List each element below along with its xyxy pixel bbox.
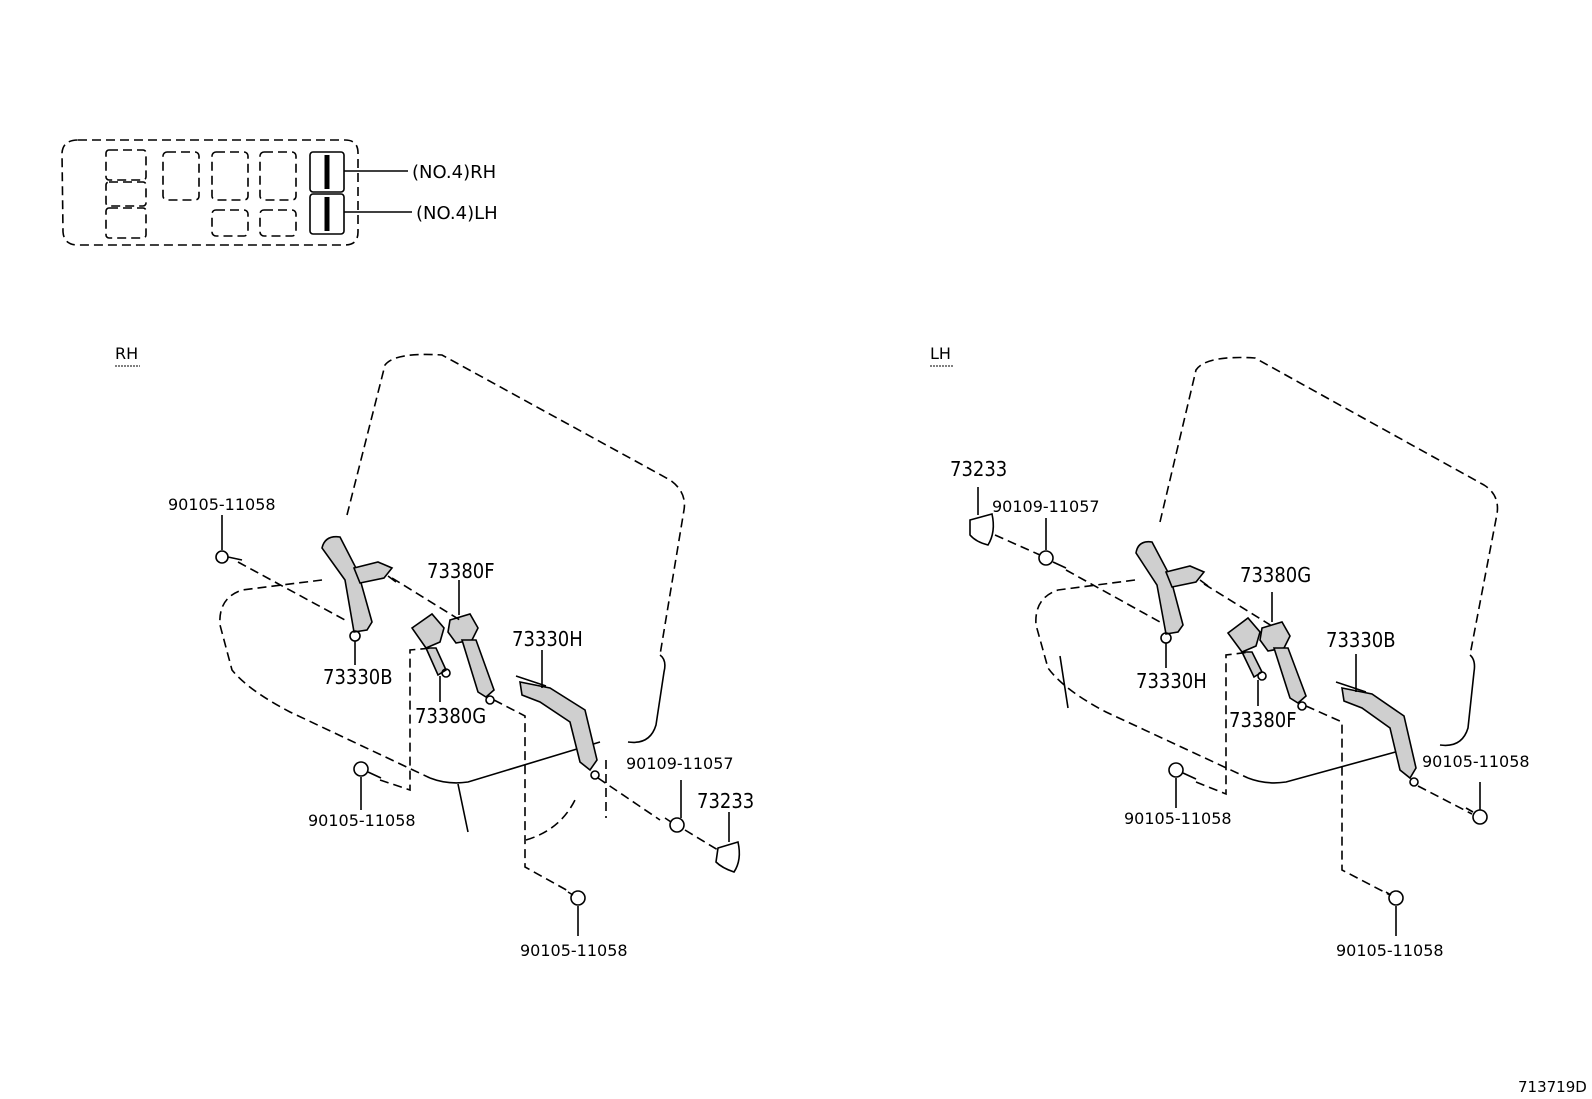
- lh-label-73330b: 73330B: [1326, 628, 1396, 652]
- seat-no4-lh: [309, 193, 345, 235]
- seat-no4-rh-label: (NO.4)RH: [412, 162, 496, 183]
- seat-no4-rh: [309, 151, 345, 193]
- lh-bolt-90109: [1038, 550, 1067, 569]
- lh-bolt-bottom: [1385, 890, 1404, 906]
- lh-label-73330h: 73330H: [1136, 669, 1207, 693]
- lh-belt-73330h: [1135, 540, 1184, 635]
- rh-bolt-top-left: [215, 550, 243, 564]
- lh-label-bolt-lower-left: 90105-11058: [1124, 809, 1232, 828]
- rh-cover-73233: [715, 840, 741, 873]
- rh-bolt-lower-left: [353, 761, 382, 779]
- lh-buckle-73380f: [1226, 616, 1261, 653]
- lh-panel: LH: [930, 344, 1530, 960]
- rh-label-73330h: 73330H: [512, 627, 583, 651]
- rh-panel: RH: [115, 344, 754, 960]
- rh-label-73380f: 73380F: [427, 559, 495, 583]
- rh-label-73380g: 73380G: [415, 704, 486, 728]
- rh-label-90109: 90109-11057: [626, 754, 734, 773]
- lh-cover-73233: [969, 513, 995, 546]
- lh-label-73380g: 73380G: [1240, 563, 1311, 587]
- rh-label-bolt-lower-left: 90105-11058: [308, 811, 416, 830]
- diagram-code: 713719D: [1518, 1078, 1587, 1096]
- lh-bolt-lower-left: [1168, 762, 1197, 780]
- rh-belt-73330h: [519, 680, 598, 772]
- lh-bolt-right: [1465, 807, 1488, 825]
- rh-label-bolt-bottom: 90105-11058: [520, 941, 628, 960]
- rh-bolt-90109: [664, 817, 685, 833]
- rh-label-73330b: 73330B: [323, 665, 393, 689]
- rh-belt-73330b: [321, 535, 373, 633]
- lh-label-73233: 73233: [950, 457, 1007, 481]
- lh-label-73380f: 73380F: [1229, 708, 1297, 732]
- rh-label-bolt-top-left: 90105-11058: [168, 495, 276, 514]
- lh-belt-73330b: [1341, 686, 1417, 780]
- rh-label-73233: 73233: [697, 789, 754, 813]
- seat-no4-lh-label: (NO.4)LH: [416, 203, 498, 224]
- rh-side-label: RH: [115, 344, 138, 363]
- lh-side-label: LH: [930, 344, 951, 363]
- rh-buckle-73380g: [410, 612, 445, 649]
- seat-locator-map: (NO.4)RH (NO.4)LH: [61, 139, 498, 246]
- lh-label-bolt-bottom: 90105-11058: [1336, 941, 1444, 960]
- rh-buckle-73380f: [447, 613, 479, 644]
- lh-buckle-73380g: [1259, 621, 1291, 652]
- lh-label-bolt-right: 90105-11058: [1422, 752, 1530, 771]
- lh-label-90109: 90109-11057: [992, 497, 1100, 516]
- rh-bolt-bottom: [567, 890, 586, 906]
